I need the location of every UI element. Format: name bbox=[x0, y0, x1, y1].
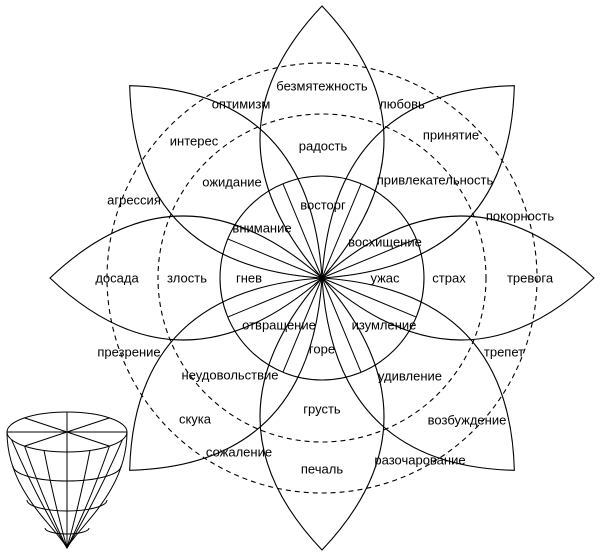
label-interes: интерес bbox=[170, 134, 219, 149]
label-zlost: злость bbox=[167, 271, 207, 286]
spoke-line bbox=[321, 183, 362, 279]
label-strakh: страх bbox=[432, 271, 466, 286]
cone-top-segment bbox=[24, 417, 110, 447]
spoke-line bbox=[321, 277, 417, 318]
label-privlekatelnost: привлекательность bbox=[377, 173, 494, 188]
spoke-line bbox=[321, 238, 417, 279]
label-lyubov: любовь bbox=[379, 97, 425, 112]
label-gnev: гнев bbox=[236, 271, 262, 286]
cone-illustration bbox=[6, 411, 128, 550]
label-trepet: трепет bbox=[484, 345, 524, 360]
petal-bottom bbox=[259, 277, 385, 551]
label-prezrenie: презрение bbox=[97, 345, 160, 360]
label-grust: грусть bbox=[303, 402, 341, 417]
label-bezmyatezhnost: безмятежность bbox=[276, 79, 368, 94]
outer-dashed-circle bbox=[106, 62, 538, 494]
petal-bottom-right bbox=[321, 277, 515, 471]
label-optimizm: оптимизм bbox=[212, 97, 271, 112]
label-vostorg: восторг bbox=[300, 198, 346, 213]
petal-top-left bbox=[129, 85, 323, 279]
label-vnimanie: внимание bbox=[232, 221, 291, 236]
spoke-line bbox=[227, 238, 323, 279]
label-vozbuzhdenie: возбуждение bbox=[428, 413, 507, 428]
inner-circle bbox=[219, 175, 425, 381]
spokes-group bbox=[227, 183, 417, 373]
spoke-line bbox=[282, 277, 323, 373]
spoke-line bbox=[227, 277, 323, 318]
label-dosada: досада bbox=[95, 271, 139, 286]
petal-right bbox=[321, 215, 595, 341]
label-radost: радость bbox=[299, 139, 348, 154]
label-neudovolstvie: неудовольствие bbox=[181, 368, 278, 383]
label-razocharovanie: разочарование bbox=[374, 453, 465, 468]
label-gore: горе bbox=[309, 342, 335, 357]
cone-meridian bbox=[11, 439, 68, 549]
label-uzhas: ужас bbox=[370, 271, 400, 286]
label-pechal: печаль bbox=[301, 462, 343, 477]
cone-meridian bbox=[66, 439, 123, 549]
label-izumlenie: изумление bbox=[352, 318, 417, 333]
cone-meridian bbox=[66, 445, 110, 549]
label-skuka: скука bbox=[179, 412, 212, 427]
petal-left bbox=[49, 215, 323, 341]
petal-top bbox=[259, 5, 385, 279]
petals-group bbox=[49, 5, 595, 551]
spoke-line bbox=[321, 277, 362, 373]
label-trevoga: тревога bbox=[507, 271, 554, 286]
label-udivlenie: удивление bbox=[378, 369, 442, 384]
petal-bottom-left bbox=[129, 277, 323, 471]
labels-group: безмятежность оптимизм любовь интерес ра… bbox=[95, 79, 554, 477]
cone-meridian bbox=[43, 450, 68, 549]
label-pokornost: покорность bbox=[486, 209, 554, 224]
cone-meridian bbox=[66, 450, 91, 549]
label-voshishchenie: восхищение bbox=[348, 235, 422, 250]
middle-dashed-circle bbox=[157, 113, 487, 443]
label-sozhalenie: сожаление bbox=[206, 445, 272, 460]
cone-meridian bbox=[24, 445, 68, 549]
label-prinyatie: принятие bbox=[423, 128, 479, 143]
label-agressiya: агрессия bbox=[107, 193, 161, 208]
label-ozhidanie: ожидание bbox=[202, 175, 262, 190]
spoke-line bbox=[282, 183, 323, 279]
label-otvrashchenie: отвращение bbox=[242, 318, 316, 333]
petal-top-right bbox=[321, 85, 515, 279]
